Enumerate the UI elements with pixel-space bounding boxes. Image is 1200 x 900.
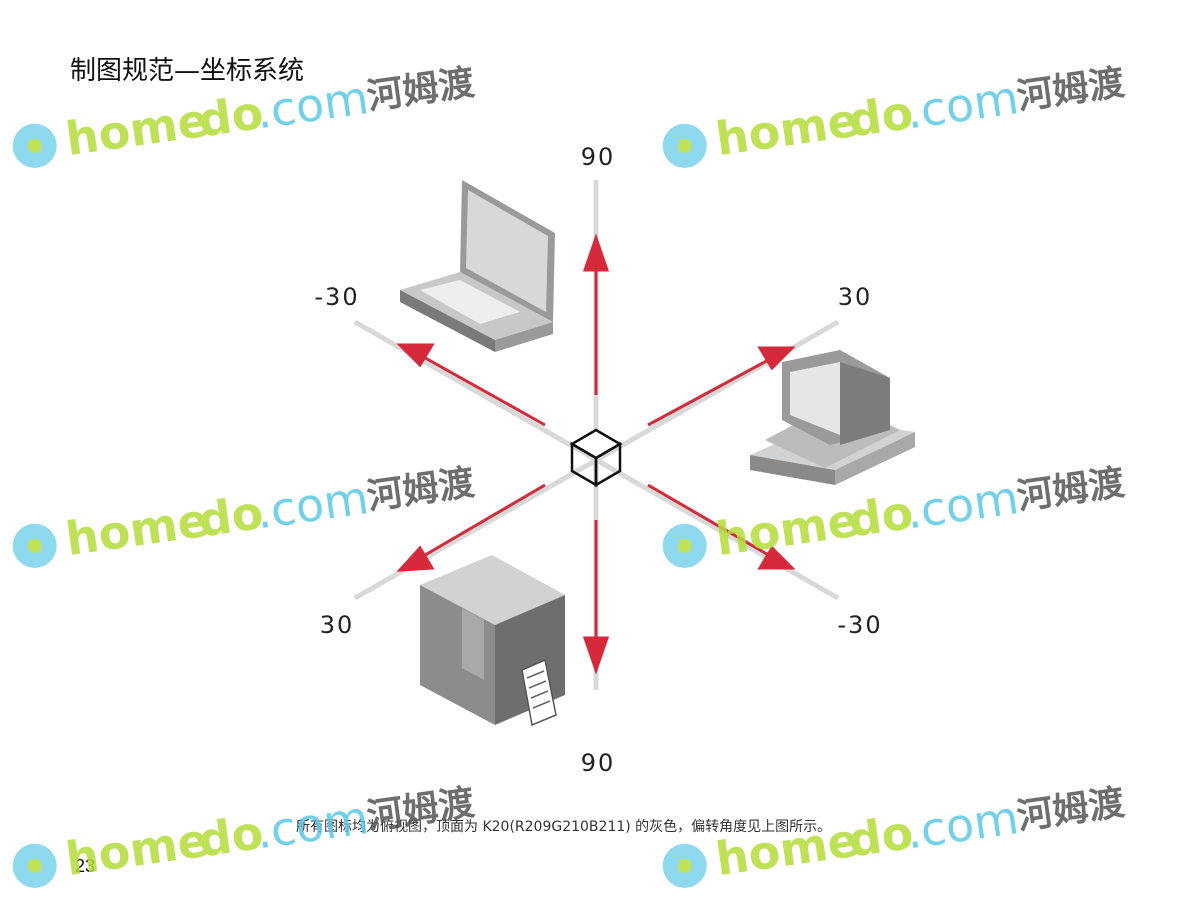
arrowhead-upper-right: [757, 346, 796, 371]
axis-label-bottom: 90: [580, 749, 616, 777]
server-icon: [420, 555, 565, 727]
axis-label-top: 90: [580, 143, 616, 171]
arrowhead-upper-left: [396, 343, 435, 368]
axis-label-upper-left: -30: [314, 283, 360, 311]
arrowhead-up: [582, 233, 610, 272]
page-number: 23: [75, 856, 95, 877]
axis-label-lower-right: -30: [837, 611, 883, 639]
arrow-lower-left: [419, 483, 546, 560]
arrowhead-lower-right: [757, 545, 796, 570]
arrow-lower-right: [647, 483, 773, 559]
caption: 所有图标均为俯视图，顶面为 K20(R209G210B211) 的灰色，偏转角度…: [296, 819, 832, 835]
arrowhead-down: [582, 636, 610, 675]
axis-label-upper-right: 30: [837, 283, 873, 311]
laptop-icon: [400, 180, 555, 352]
axis-label-lower-left: 30: [319, 611, 355, 639]
arrow-upper-left: [419, 353, 546, 427]
arrow-upper-right: [647, 356, 773, 427]
desktop-computer-icon: [750, 350, 915, 485]
cube-icon: [569, 428, 623, 488]
arrowhead-lower-left: [396, 545, 435, 572]
